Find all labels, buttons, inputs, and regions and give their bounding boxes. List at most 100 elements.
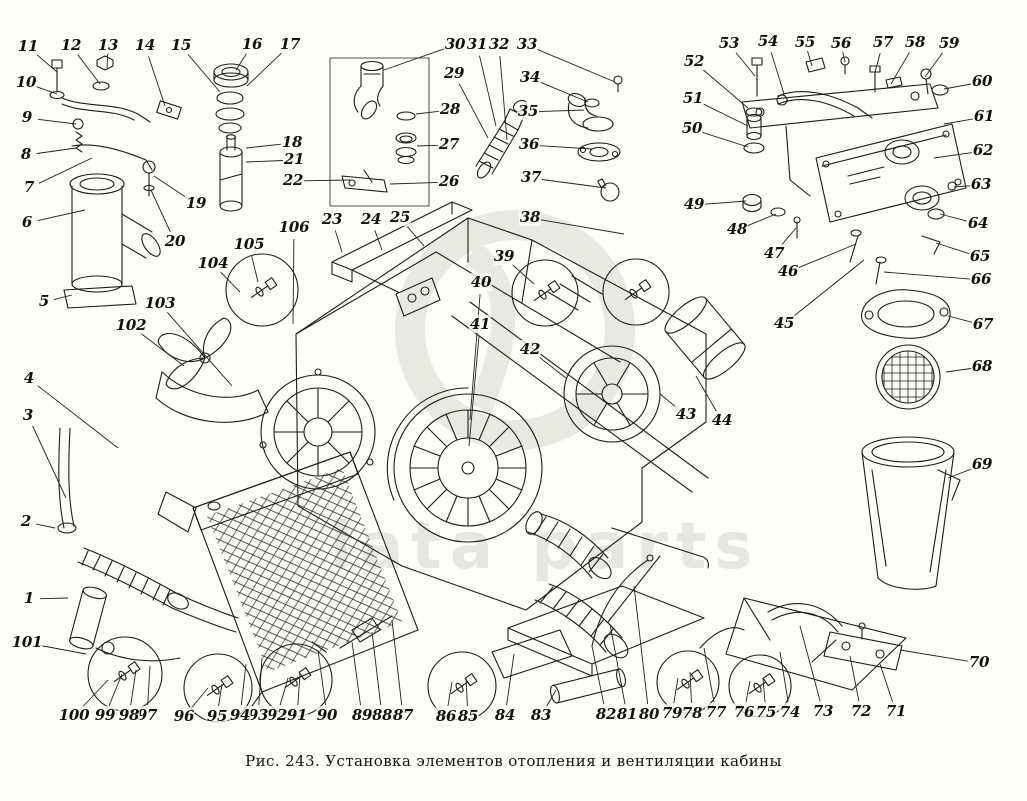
leader-line-42 <box>538 356 567 379</box>
leader-line-32 <box>499 55 508 141</box>
leader-line-21 <box>245 160 284 163</box>
leader-line-52 <box>702 68 749 109</box>
leader-line-37 <box>541 179 607 189</box>
leader-line-9 <box>37 118 77 125</box>
detail-view-circle <box>656 650 720 714</box>
leader-line-73 <box>799 625 821 702</box>
air-intake-funnel <box>861 436 961 590</box>
leader-line-18 <box>245 143 282 149</box>
detail-view-circle <box>225 253 299 327</box>
leader-line-31 <box>479 55 497 127</box>
leader-line-27 <box>416 144 439 147</box>
supply-hoses <box>57 427 239 633</box>
leader-line-88 <box>371 631 382 706</box>
leader-line-47 <box>780 227 797 246</box>
leader-line-16 <box>235 53 247 71</box>
leader-line-25 <box>406 226 425 247</box>
leader-lines <box>32 48 974 709</box>
electric-motor-fan <box>563 296 746 443</box>
control-rods <box>311 527 745 653</box>
leader-line-92 <box>279 677 289 706</box>
leader-line-65 <box>935 242 970 255</box>
fan-spinner <box>155 317 269 423</box>
watermark: lata parts <box>330 210 752 584</box>
radiator-core <box>157 451 419 707</box>
leader-line-24 <box>374 230 383 251</box>
floor-ducting <box>491 585 907 704</box>
leader-line-63 <box>953 185 972 188</box>
leader-line-22 <box>303 179 351 182</box>
control-cap-stack <box>213 63 249 212</box>
leader-line-60 <box>943 83 972 90</box>
fittings-frame <box>329 57 430 207</box>
heater-valve <box>69 586 181 662</box>
leader-line-69 <box>947 468 972 479</box>
leader-line-79 <box>673 677 679 704</box>
hose-nozzle <box>475 99 528 179</box>
leader-line-3 <box>32 425 67 499</box>
leader-line-14 <box>148 56 166 107</box>
leader-line-46 <box>798 243 857 269</box>
leader-line-70 <box>899 649 969 662</box>
leader-line-50 <box>702 131 749 148</box>
leader-line-103 <box>166 312 233 387</box>
leader-line-100 <box>81 679 109 709</box>
leader-line-41 <box>468 335 480 447</box>
leader-line-57 <box>874 52 881 73</box>
leader-line-76 <box>745 680 751 703</box>
leader-line-71 <box>879 663 893 702</box>
detail-view-circle <box>602 258 670 326</box>
detail-view-circles <box>87 253 792 723</box>
mounting-plate-assembly <box>741 56 967 285</box>
leader-line-61 <box>943 118 974 125</box>
leader-line-78 <box>689 671 692 704</box>
leader-line-97 <box>147 665 151 706</box>
leader-line-20 <box>150 189 171 233</box>
bottom-right-brackets <box>767 603 903 671</box>
detail-view-circle <box>511 259 579 327</box>
leader-line-48 <box>747 213 777 227</box>
leader-line-53 <box>735 52 756 77</box>
leader-line-5 <box>53 294 73 301</box>
leader-line-106 <box>292 238 295 325</box>
leader-line-13 <box>106 53 109 69</box>
leader-line-51 <box>702 103 749 127</box>
leader-line-15 <box>187 54 221 93</box>
leader-line-90 <box>317 649 326 706</box>
leader-line-102 <box>139 332 185 367</box>
leader-line-7 <box>38 157 93 184</box>
leader-line-38 <box>540 219 625 235</box>
leader-line-82 <box>591 645 605 705</box>
leader-line-105 <box>251 255 259 283</box>
leader-line-89 <box>351 641 361 706</box>
detail-view-circle <box>183 653 253 723</box>
corrugated-ducts <box>525 511 629 659</box>
leader-line-75 <box>762 678 766 703</box>
figure-caption: Рис. 243. Установка элементов отопления … <box>245 752 782 770</box>
leader-line-17 <box>246 52 283 87</box>
leader-line-39 <box>511 264 535 285</box>
leader-line-49 <box>704 200 747 205</box>
leader-line-85 <box>465 677 468 707</box>
leader-line-95 <box>218 683 223 707</box>
mesh-grille <box>875 344 941 410</box>
leader-line-96 <box>190 687 209 709</box>
leader-line-91 <box>297 673 301 706</box>
leader-line-84 <box>506 653 515 706</box>
duct-panel <box>331 201 473 317</box>
leader-line-44 <box>695 375 717 412</box>
leader-line-56 <box>841 50 846 63</box>
leader-line-33 <box>536 48 616 83</box>
leader-line-11 <box>36 53 58 73</box>
leader-line-77 <box>703 647 715 703</box>
leader-line-36 <box>539 145 593 150</box>
leader-line-83 <box>545 689 557 708</box>
leader-line-81 <box>609 623 626 705</box>
leader-line-2 <box>36 523 56 529</box>
leader-line-64 <box>939 213 968 222</box>
leader-line-62 <box>933 152 973 159</box>
leader-line-68 <box>945 368 972 373</box>
leader-line-19 <box>153 175 188 199</box>
